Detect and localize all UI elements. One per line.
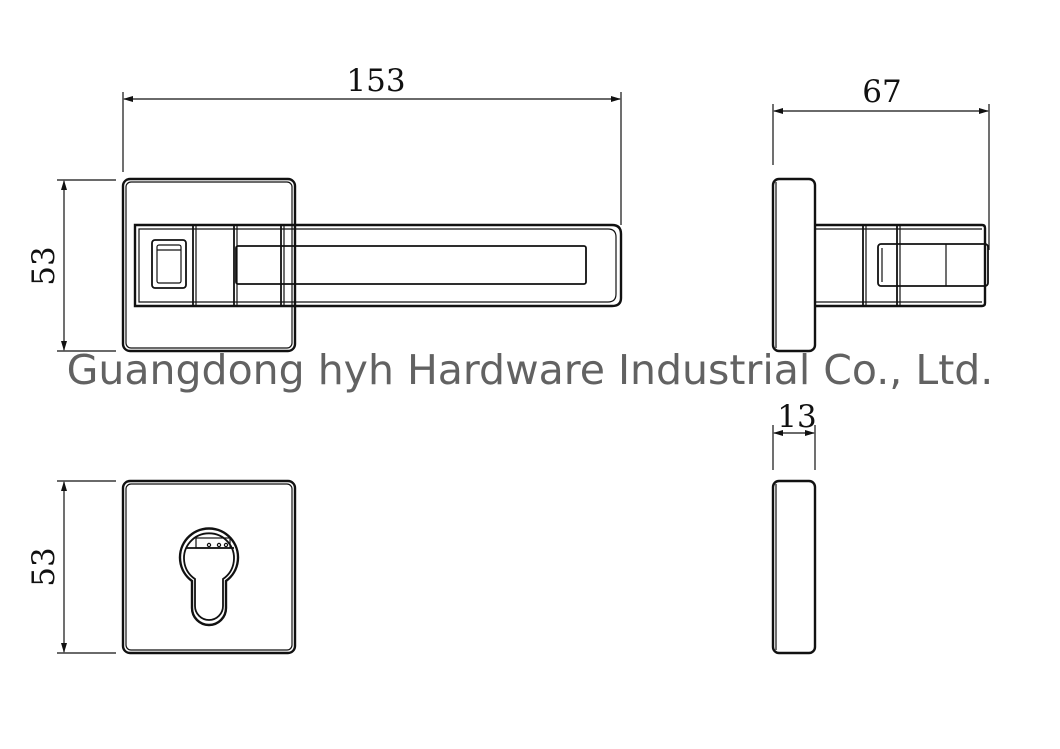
dimension-handle-length: 153 [122,63,622,225]
front-view-lever-handle [121,177,623,353]
dimension-label-53-top: 53 [26,246,62,285]
side-view-escutcheon [771,479,817,655]
dimension-rose-height-bottom: 53 [26,480,116,654]
company-watermark: Guangdong hyh Hardware Industrial Co., L… [66,346,994,394]
dimension-label-13: 13 [777,399,816,435]
dimension-rose-height-top: 53 [26,179,116,352]
dimension-label-53-bottom: 53 [26,547,62,586]
dimension-handle-projection: 67 [772,74,990,250]
dimension-label-67: 67 [862,74,901,110]
front-view-escutcheon [121,479,297,655]
dimension-escutcheon-thickness: 13 [772,399,817,470]
side-view-lever-handle [771,177,989,353]
dimension-label-153: 153 [346,63,405,99]
